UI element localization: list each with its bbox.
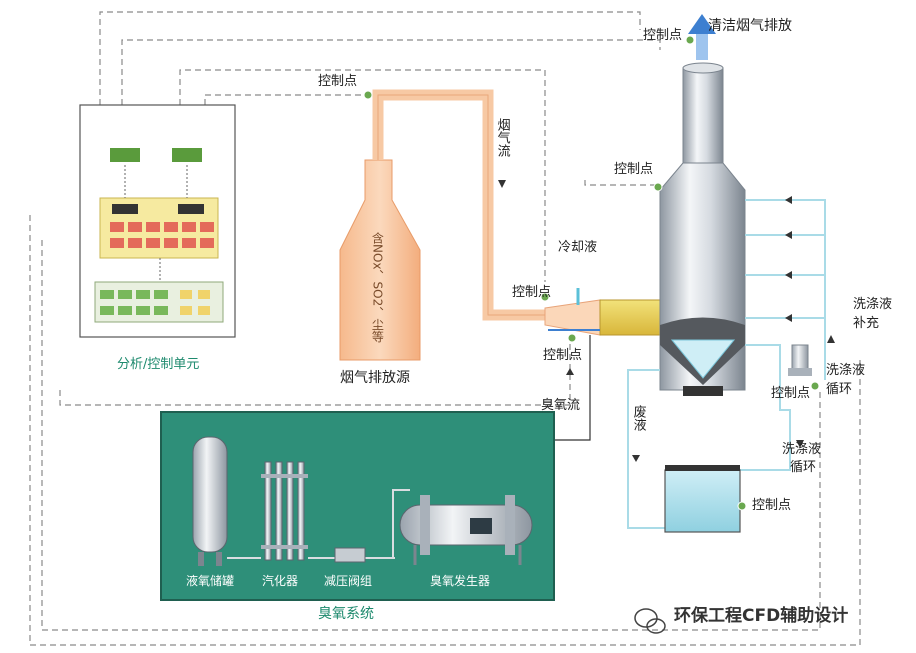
wash-supply-label: 补充 bbox=[853, 316, 880, 331]
ozone-generator-label: 臭氧发生器 bbox=[430, 574, 491, 588]
control-points bbox=[363, 35, 820, 511]
wash-cycle-label: 循环 bbox=[790, 460, 817, 475]
dot-icon bbox=[810, 381, 820, 391]
control-point-label: 控制点 bbox=[752, 498, 792, 513]
waste-liquid-tank bbox=[664, 465, 741, 533]
wash-cycle-label: 洗涤液 bbox=[782, 442, 822, 457]
ozone-flow-label: 臭氧流 bbox=[541, 398, 581, 413]
wash-cycle-label: 洗涤液 bbox=[826, 363, 866, 378]
liquid-oxygen-tank-label: 液氧储罐 bbox=[186, 574, 235, 588]
flue-gas-flow-label: 烟气流 bbox=[494, 118, 510, 157]
wechat-icon bbox=[634, 608, 666, 634]
flue-gas-source bbox=[339, 159, 421, 361]
wash-cycle-label: 循环 bbox=[826, 382, 853, 397]
analysis-unit-label: 分析/控制单元 bbox=[117, 357, 200, 372]
control-point-label: 控制点 bbox=[543, 348, 583, 363]
mixing-nozzle bbox=[544, 288, 669, 336]
flue-pipe-edge bbox=[377, 94, 545, 316]
analysis-control-unit bbox=[79, 104, 236, 338]
control-point-label: 控制点 bbox=[614, 162, 654, 177]
dot-icon bbox=[540, 292, 550, 302]
watermark-text: 环保工程CFD辅助设计 bbox=[674, 606, 849, 626]
up-arrow-icon bbox=[688, 14, 716, 60]
pressure-valve-label: 减压阀组 bbox=[324, 574, 373, 588]
scrubber-tower bbox=[659, 62, 746, 396]
clean-exhaust-label: 清洁烟气排放 bbox=[708, 18, 792, 34]
control-point-label: 控制点 bbox=[771, 386, 811, 401]
dot-icon bbox=[685, 35, 695, 45]
flow-arrows bbox=[498, 180, 835, 462]
wash-supply-label: 洗涤液 bbox=[853, 297, 893, 312]
control-point-label: 控制点 bbox=[643, 28, 683, 43]
dot-icon bbox=[737, 501, 747, 511]
vaporizer-label: 汽化器 bbox=[262, 574, 299, 588]
wash-pump bbox=[788, 344, 812, 376]
cooling-liquid-label: 冷却液 bbox=[558, 240, 598, 255]
dot-icon bbox=[653, 182, 663, 192]
dot-icon bbox=[363, 90, 373, 100]
pollutants-label: 含NOx、SO2、尘等 bbox=[370, 232, 385, 343]
flue-source-label: 烟气排放源 bbox=[340, 370, 410, 386]
ozone-system-label: 臭氧系统 bbox=[318, 606, 374, 622]
dot-icon bbox=[567, 333, 577, 343]
control-signal-lines bbox=[29, 11, 861, 646]
control-point-label: 控制点 bbox=[318, 74, 358, 89]
control-point-label: 控制点 bbox=[512, 285, 552, 300]
ozone-system bbox=[160, 411, 555, 601]
waste-liquid-label: 废液 bbox=[630, 405, 646, 431]
